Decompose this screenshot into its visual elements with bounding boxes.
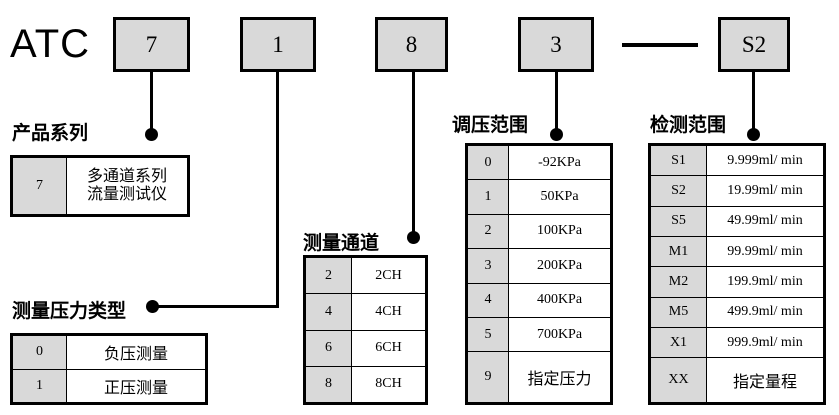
cell-value: 9.999ml/ min [706,144,824,177]
cell-code: 2 [467,213,509,250]
cell-value: 正压测量 [66,368,206,403]
connector-channel-dot [407,231,420,244]
connector-channel-line [412,72,415,237]
cell-value: 6CH [351,329,426,367]
table-row: 6 6CH [305,329,426,367]
cell-code: 4 [305,293,352,331]
cell-code: 0 [12,335,67,370]
connector-pressure-range-line [555,72,558,134]
code-box-pressure-type[interactable]: 1 [240,17,316,72]
cell-value: 499.9ml/ min [706,296,824,328]
table-row: S5 49.99ml/ min [650,205,824,237]
table-row: 2 100KPa [467,213,611,250]
cell-code: XX [650,357,707,403]
code-box-pressure-range[interactable]: 3 [518,17,594,72]
cell-value-line2: 流量测试仪 [86,186,167,203]
cell-code: 6 [305,329,352,367]
table-row: 0 -92KPa [467,144,611,181]
table-row: M2 199.9ml/ min [650,266,824,298]
table-row: 1 正压测量 [12,368,206,403]
cell-code: 5 [467,316,509,353]
table-pressure-type: 0 负压测量 1 正压测量 [10,333,208,405]
table-row: M5 499.9ml/ min [650,296,824,328]
cell-value: 2CH [351,256,426,295]
table-row: 3 200KPa [467,248,611,284]
connector-detection-range-line [752,72,755,134]
cell-code: 7 [12,157,67,215]
caption-pressure-type: 测量压力类型 [12,301,127,322]
table-row: 7 多通道系列 流量测试仪 [12,157,188,215]
caption-pressure-range: 调压范围 [452,115,529,136]
caption-measure-channel: 测量通道 [303,233,380,254]
table-row: 4 4CH [305,293,426,331]
cell-code: S5 [650,205,707,237]
cell-code: 4 [467,282,509,318]
cell-code: M1 [650,235,707,268]
table-row: S2 19.99ml/ min [650,175,824,207]
cell-code: 0 [467,144,509,181]
connector-product-series-dot [145,128,158,141]
cell-value: 100KPa [508,213,611,250]
cell-code: M5 [650,296,707,328]
cell-value: 99.99ml/ min [706,235,824,268]
cell-value: 负压测量 [66,335,206,370]
cell-code: S2 [650,175,707,207]
cell-value: 8CH [351,365,426,404]
cell-value: 50KPa [508,179,611,215]
cell-value: 700KPa [508,316,611,353]
cell-code: 9 [467,351,509,403]
caption-detection-range: 检测范围 [650,115,727,136]
table-row: 0 负压测量 [12,335,206,370]
connector-detection-range-dot [747,128,760,141]
cell-value: 19.99ml/ min [706,175,824,207]
connector-pressure-type-hline [152,305,279,308]
cell-value: 200KPa [508,248,611,284]
cell-code: M2 [650,266,707,298]
cell-value: 指定量程 [706,357,824,403]
cell-code: X1 [650,326,707,359]
cell-value: -92KPa [508,144,611,181]
cell-value: 多通道系列 流量测试仪 [66,157,188,215]
code-box-channel-count[interactable]: 8 [375,17,448,72]
table-row: 2 2CH [305,256,426,295]
cell-value: 999.9ml/ min [706,326,824,359]
caption-product-series: 产品系列 [12,123,89,144]
table-row: 1 50KPa [467,179,611,215]
cell-value: 49.99ml/ min [706,205,824,237]
table-row: 9 指定压力 [467,351,611,403]
table-row: S1 9.999ml/ min [650,144,824,177]
cell-value: 400KPa [508,282,611,318]
table-row: X1 999.9ml/ min [650,326,824,359]
cell-value-line1: 多通道系列 [86,167,167,185]
connector-pressure-type-vline [276,72,279,306]
cell-code: 3 [467,248,509,284]
cell-code: 8 [305,365,352,404]
connector-pressure-range-dot [550,128,563,141]
table-row: 5 700KPa [467,316,611,353]
separator-dash [622,43,698,47]
model-prefix-label: ATC [10,22,91,66]
table-row: M1 99.99ml/ min [650,235,824,268]
cell-code: S1 [650,144,707,177]
table-detection-range: S1 9.999ml/ min S2 19.99ml/ min S5 49.99… [648,143,826,405]
cell-code: 1 [12,368,67,403]
table-measure-channel: 2 2CH 4 4CH 6 6CH 8 8CH [303,255,428,405]
connector-pressure-type-dot [146,300,159,313]
table-row: 4 400KPa [467,282,611,318]
cell-value: 4CH [351,293,426,331]
table-row: XX 指定量程 [650,357,824,403]
cell-code: 2 [305,256,352,295]
table-product-series: 7 多通道系列 流量测试仪 [10,155,190,217]
code-box-detection-range[interactable]: S2 [718,17,790,72]
code-box-product-series[interactable]: 7 [113,17,190,72]
cell-code: 1 [467,179,509,215]
cell-value: 指定压力 [508,351,611,403]
connector-product-series-line [150,72,153,134]
table-row: 8 8CH [305,365,426,404]
table-pressure-range: 0 -92KPa 1 50KPa 2 100KPa 3 200KPa 4 400… [465,143,613,405]
cell-value: 199.9ml/ min [706,266,824,298]
